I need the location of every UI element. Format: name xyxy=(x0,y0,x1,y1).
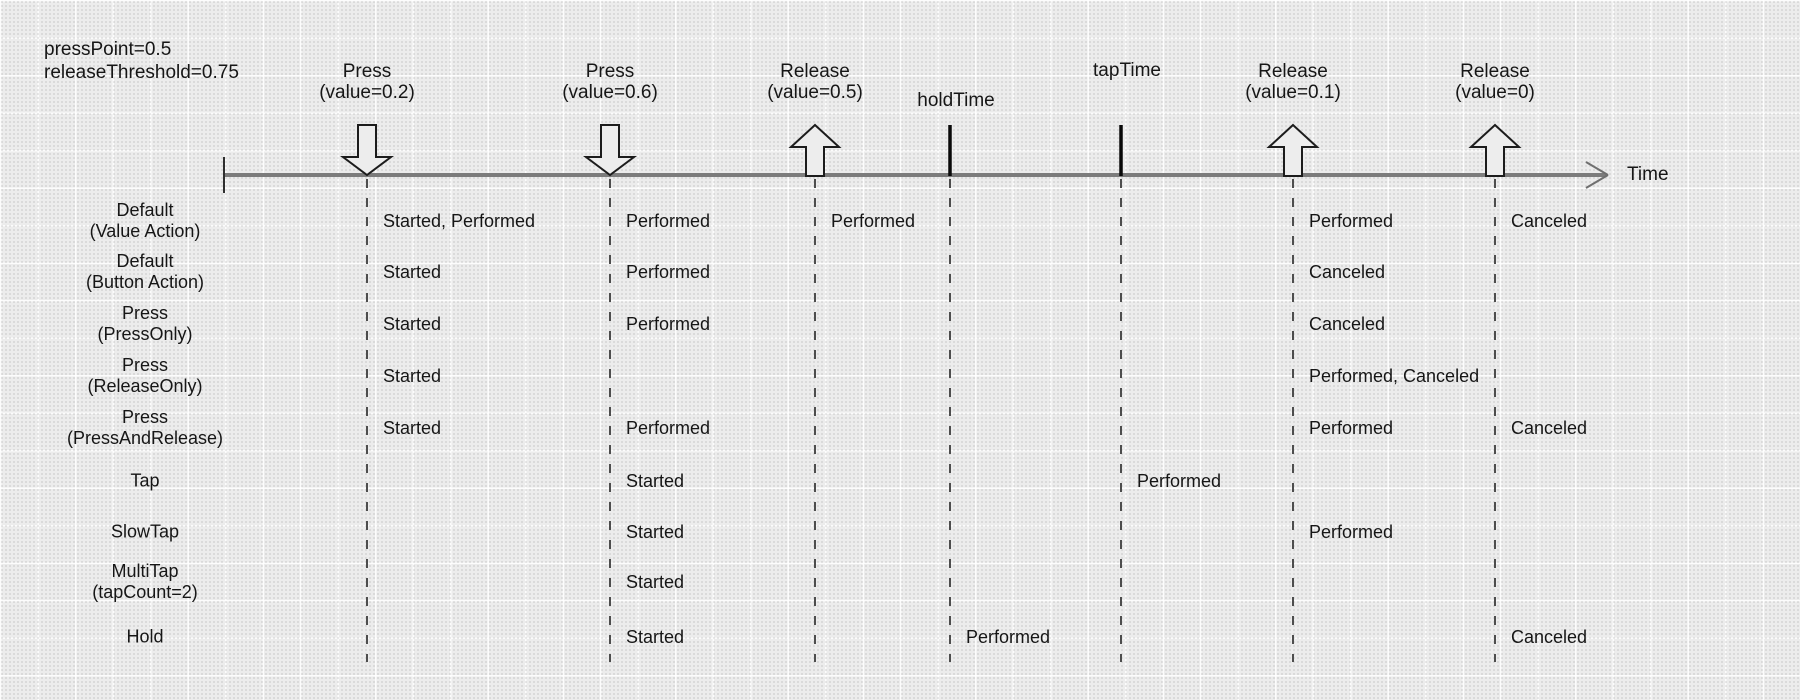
timeline-arrowhead-icon xyxy=(1585,161,1609,189)
row-label-multitap: MultiTap (tapCount=2) xyxy=(25,561,265,603)
event-cell: Started, Performed xyxy=(383,211,536,231)
event-cell: Started xyxy=(626,522,685,542)
time-axis-label: Time xyxy=(1627,164,1669,185)
event-cell: Started xyxy=(383,418,442,438)
row-label-line: Default xyxy=(116,200,174,220)
row-label-hold: Hold xyxy=(126,626,164,647)
event-cell: Performed xyxy=(626,314,711,334)
event-cell: Performed, Canceled xyxy=(1309,366,1480,386)
event-cell: Performed xyxy=(1309,211,1394,231)
row-label-line: (ReleaseOnly) xyxy=(87,376,203,396)
event-cell: Performed xyxy=(1137,471,1222,491)
marker-title: Release xyxy=(1258,61,1328,82)
press-down-arrow-icon xyxy=(340,124,394,177)
event-cell: Performed xyxy=(626,418,711,438)
row-label-line: Press xyxy=(121,407,168,427)
release-up-arrow-icon xyxy=(788,123,842,177)
event-cell: Started xyxy=(383,314,442,334)
marker-title: Press xyxy=(585,61,635,82)
marker-label-release-0.1: Release (value=0.1) xyxy=(1245,61,1341,103)
config-release-threshold: releaseThreshold=0.75 xyxy=(44,62,239,83)
marker-title: Press xyxy=(342,61,392,82)
marker-label-release-0.5: Release (value=0.5) xyxy=(767,61,863,103)
event-cell: Performed xyxy=(1309,522,1394,542)
marker-label-release-0: Release (value=0) xyxy=(1455,61,1535,103)
config-note: pressPoint=0.5 releaseThreshold=0.75 xyxy=(44,38,239,84)
marker-title: Release xyxy=(780,61,850,82)
marker-subtitle: (value=0) xyxy=(1455,82,1535,103)
event-cell: Started xyxy=(383,366,442,386)
row-label-line: (PressOnly) xyxy=(97,324,193,344)
row-label-line: (tapCount=2) xyxy=(92,582,198,602)
event-cell: Canceled xyxy=(1511,627,1588,647)
marker-subtitle: (value=0.5) xyxy=(767,82,863,103)
release-up-arrow-icon xyxy=(1468,123,1522,177)
event-cell: Canceled xyxy=(1309,314,1386,334)
row-label-line: Default xyxy=(116,251,174,271)
event-cell: Canceled xyxy=(1309,262,1386,282)
marker-subtitle: (value=0.1) xyxy=(1245,82,1341,103)
release-up-arrow-icon xyxy=(1266,123,1320,177)
marker-label-tap-time: tapTime xyxy=(1093,60,1161,81)
event-cell: Performed xyxy=(626,262,711,282)
event-cell: Performed xyxy=(626,211,711,231)
press-down-arrow-icon xyxy=(583,124,637,177)
row-label-line: (Value Action) xyxy=(89,221,201,241)
marker-subtitle: (value=0.6) xyxy=(562,82,658,103)
row-label-press-releaseonly: Press (ReleaseOnly) xyxy=(25,355,265,397)
marker-title: Release xyxy=(1460,61,1530,82)
event-cell: Performed xyxy=(831,211,916,231)
row-label-default-button-action: Default (Button Action) xyxy=(25,251,265,293)
row-label-default-value-action: Default (Value Action) xyxy=(25,200,265,242)
event-cell: Started xyxy=(626,627,685,647)
row-label-line: (PressAndRelease) xyxy=(66,428,224,448)
row-label-press-pressandrelease: Press (PressAndRelease) xyxy=(25,407,265,449)
event-cell: Performed xyxy=(1309,418,1394,438)
event-cell: Canceled xyxy=(1511,418,1588,438)
config-press-point: pressPoint=0.5 xyxy=(44,39,172,60)
row-label-line: Press xyxy=(121,303,168,323)
marker-subtitle: (value=0.2) xyxy=(319,82,415,103)
marker-label-hold-time: holdTime xyxy=(917,90,995,111)
event-cell: Started xyxy=(626,572,685,592)
row-label-line: (Button Action) xyxy=(85,272,205,292)
event-cell: Started xyxy=(626,471,685,491)
marker-label-press-0.6: Press (value=0.6) xyxy=(562,61,658,103)
marker-label-press-0.2: Press (value=0.2) xyxy=(319,61,415,103)
row-label-slowtap: SlowTap xyxy=(110,521,180,542)
row-label-press-pressonly: Press (PressOnly) xyxy=(25,303,265,345)
row-label-tap: Tap xyxy=(130,470,160,491)
row-label-line: MultiTap xyxy=(111,561,179,581)
event-cell: Canceled xyxy=(1511,211,1588,231)
row-label-line: Press xyxy=(121,355,168,375)
event-cell: Started xyxy=(383,262,442,282)
event-cell: Performed xyxy=(966,627,1051,647)
